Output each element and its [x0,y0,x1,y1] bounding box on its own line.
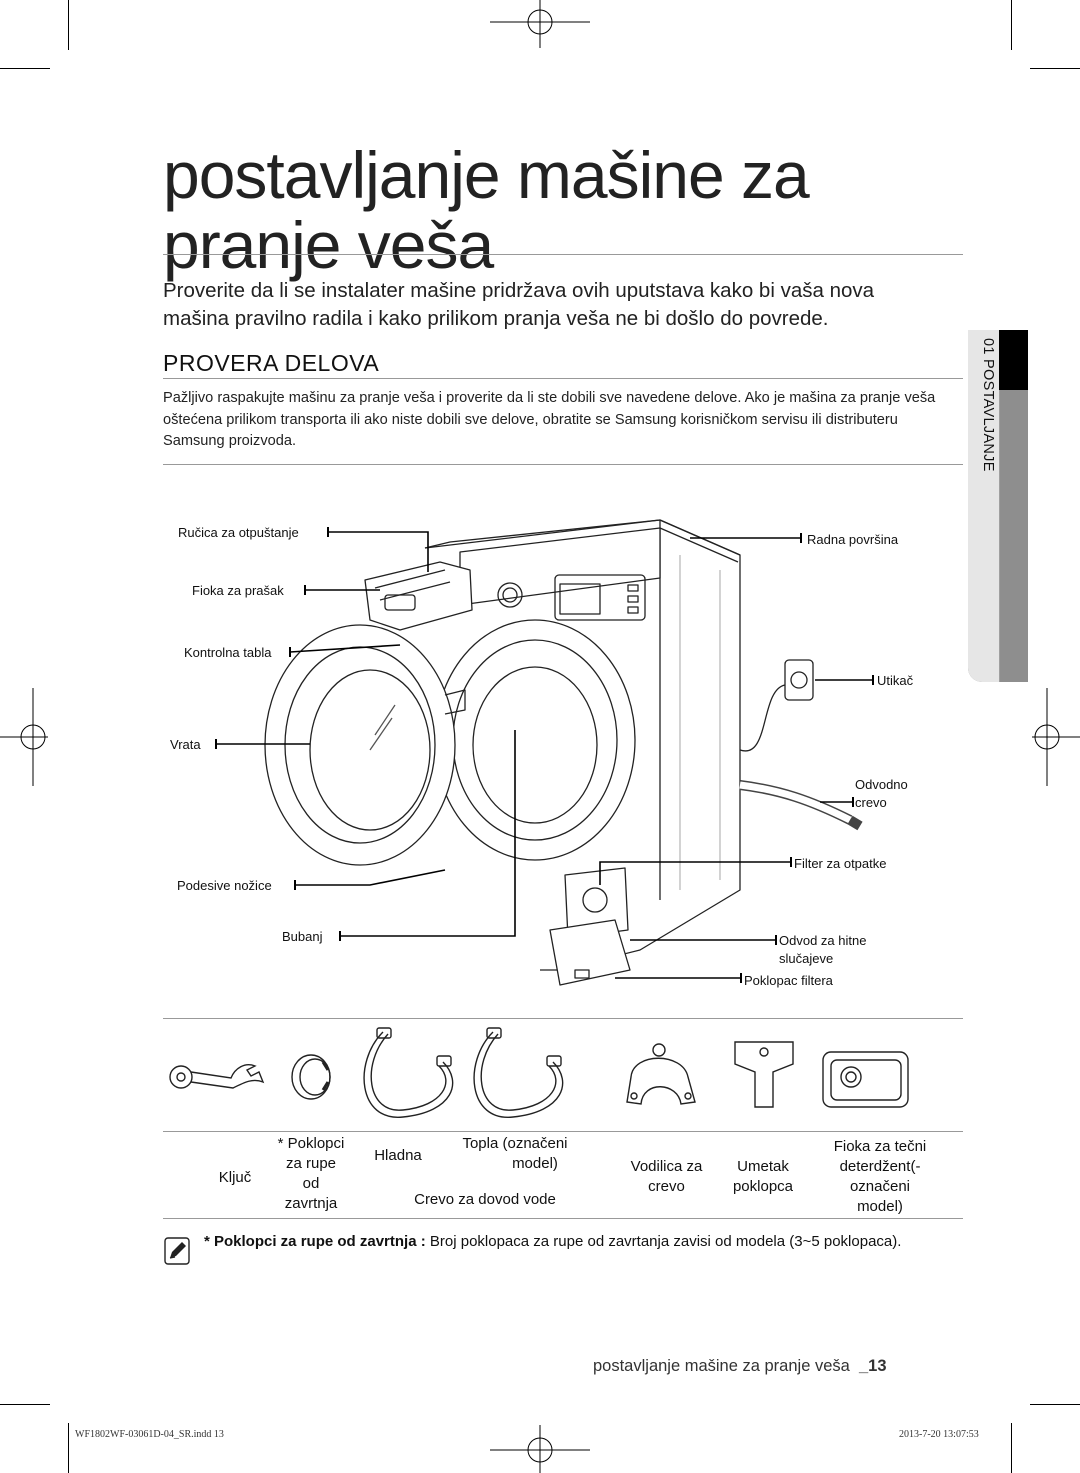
liquid-detergent-drawer-icon [822,1051,909,1108]
crop-mark [68,0,69,50]
cover-insert-icon [734,1041,794,1108]
note-text: * Poklopci za rupe od zavrtnja : Broj po… [204,1233,902,1250]
label-door: Vrata [170,737,201,752]
crop-mark [0,68,50,69]
note-pencil-icon [164,1237,190,1265]
parts-top-rule [163,1018,963,1019]
label-adjustable-feet: Podesive nožice [177,878,272,893]
section-divider [163,378,963,379]
section-heading: PROVERA DELOVA [163,350,380,376]
parts-bottom-rule [163,1218,963,1219]
cap-icon [291,1054,331,1100]
section-body: Pažljivo raspakujte mašinu za pranje veš… [163,390,936,449]
label-drain-hose-2: crevo [855,795,887,810]
slug-file: WF1802WF-03061D-04_SR.indd 13 [75,1429,224,1440]
label-emergency-drain-1: Odvod za hitne [779,933,867,948]
intro-paragraph: Proverite da li se instalater mašine pri… [163,279,875,330]
crop-mark [1030,1404,1080,1405]
label-worktop: Radna površina [807,532,899,547]
chapter-tab-light [968,330,1000,682]
parts-mid-rule [163,1131,963,1132]
crop-mark [1030,68,1080,69]
wrench-icon [169,1064,265,1089]
page-title: postavljanje mašine za pranje veša [163,138,810,282]
label-drum: Bubanj [282,929,323,944]
footer: postavljanje mašine za pranje veša _13 [593,1357,887,1375]
chapter-tab-label: 01 POSTAVLJANJE [980,338,996,472]
crop-mark [1011,1423,1012,1473]
label-emergency-drain-2: slučajeve [779,951,834,966]
cold-hose-icon [363,1027,454,1118]
crop-mark [0,1404,50,1405]
hose-guide-icon [626,1043,696,1105]
section-bottom-rule [163,464,963,465]
slug-date: 2013-7-20 13:07:53 [899,1429,979,1440]
part-cold-hose-label: Hladna [374,1147,422,1164]
label-debris-filter: Filter za otpatke [794,856,887,871]
washing-machine-diagram [215,519,874,986]
crop-mark [1011,0,1012,50]
part-hose-group-label: Crevo za dovod vode [414,1191,556,1208]
label-release-handle: Ručica za otpuštanje [178,525,299,540]
label-control-panel: Kontrolna tabla [184,645,272,660]
label-drain-hose-1: Odvodno [855,777,908,792]
page-number: _13 [859,1357,887,1375]
title-divider [163,254,963,255]
label-plug: Utikač [877,673,914,688]
label-filter-cover: Poklopac filtera [744,973,833,988]
hot-hose-icon [473,1027,564,1118]
label-detergent-drawer: Fioka za prašak [192,583,284,598]
parts-illustrations [169,1027,909,1118]
crop-mark [68,1423,69,1473]
chapter-tab-marker [999,330,1028,390]
part-wrench-label: Ključ [218,1169,252,1186]
